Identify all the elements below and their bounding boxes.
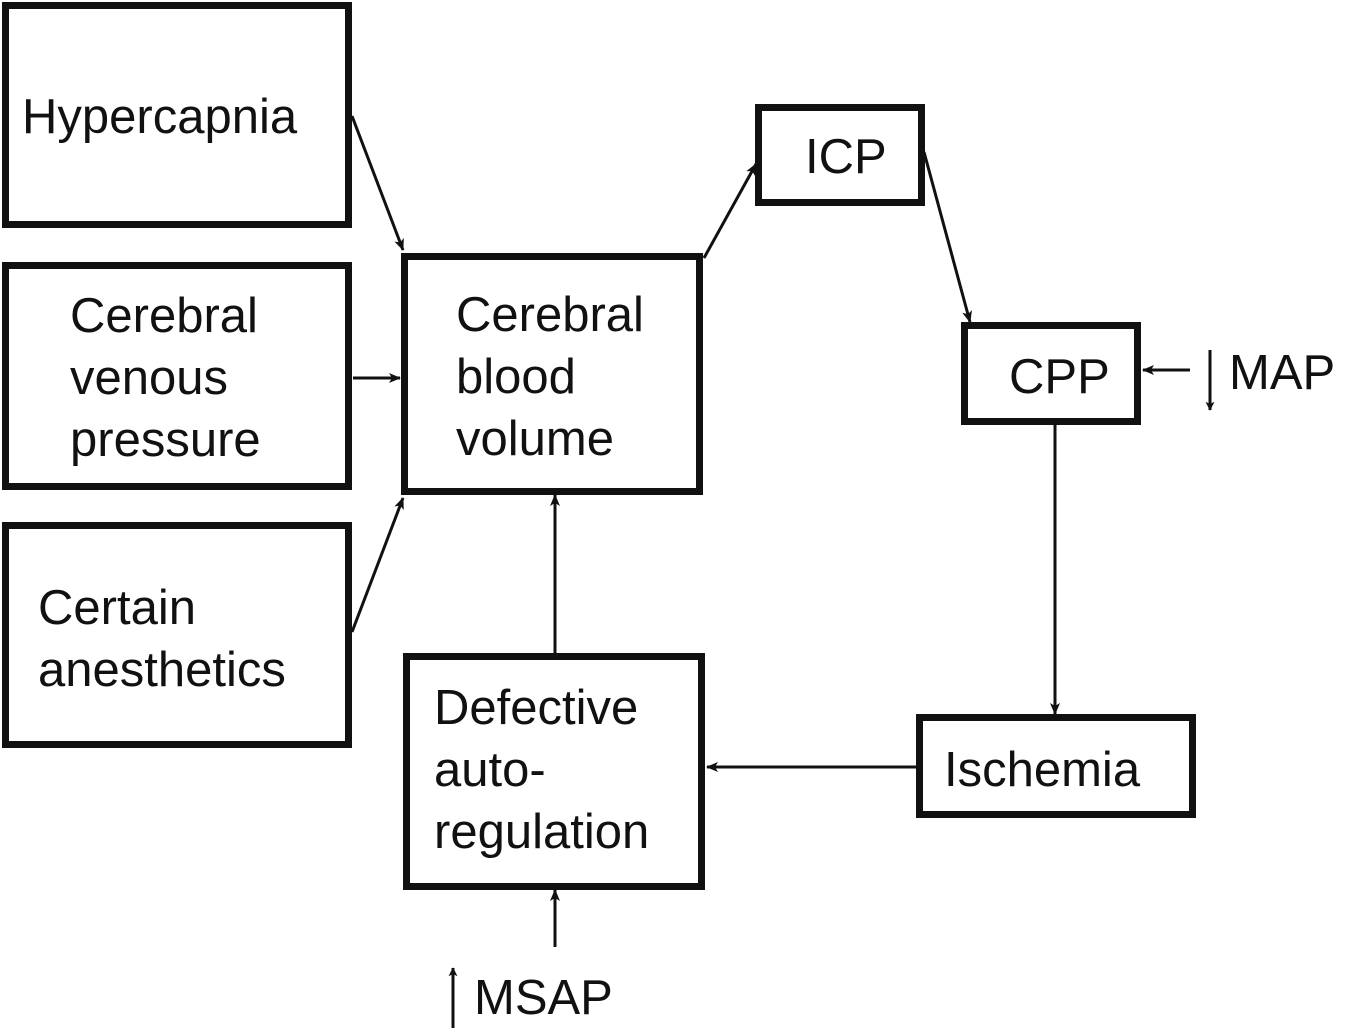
node-ischemia: Ischemia bbox=[916, 714, 1196, 818]
edge-cbv-icp bbox=[702, 163, 758, 259]
node-label: Cerebral bbox=[70, 289, 258, 343]
edge-icp-cpp bbox=[922, 151, 972, 323]
node-cerebral-blood-volume: Cerebral blood volume bbox=[401, 253, 703, 495]
node-cpp: CPP bbox=[961, 322, 1141, 425]
edge-anesthetics-cbv bbox=[350, 497, 405, 633]
input-msap-label: MSAP bbox=[474, 971, 613, 1025]
node-label: CPP bbox=[1009, 350, 1110, 404]
node-label: anesthetics bbox=[38, 643, 286, 697]
node-label: ICP bbox=[805, 130, 887, 184]
node-label: Hypercapnia bbox=[22, 90, 298, 144]
edge-hypercapnia-cbv bbox=[350, 115, 405, 251]
node-label: regulation bbox=[434, 805, 650, 859]
node-label: Certain bbox=[38, 581, 196, 635]
node-certain-anesthetics: Certain anesthetics bbox=[2, 522, 352, 748]
input-map-label: MAP bbox=[1229, 346, 1336, 400]
node-label: auto- bbox=[434, 743, 546, 797]
node-label: volume bbox=[456, 412, 614, 466]
node-icp: ICP bbox=[755, 104, 925, 206]
node-label: Ischemia bbox=[944, 743, 1141, 797]
node-label: Cerebral bbox=[456, 288, 644, 342]
node-cerebral-venous-pressure: Cerebral venous pressure bbox=[2, 262, 352, 490]
node-label: venous bbox=[70, 351, 229, 405]
node-label: Defective bbox=[434, 681, 639, 735]
node-label: blood bbox=[456, 350, 576, 404]
node-defective-autoregulation: Defective auto- regulation bbox=[403, 653, 705, 890]
node-hypercapnia: Hypercapnia bbox=[2, 2, 352, 228]
node-label: pressure bbox=[70, 413, 261, 467]
